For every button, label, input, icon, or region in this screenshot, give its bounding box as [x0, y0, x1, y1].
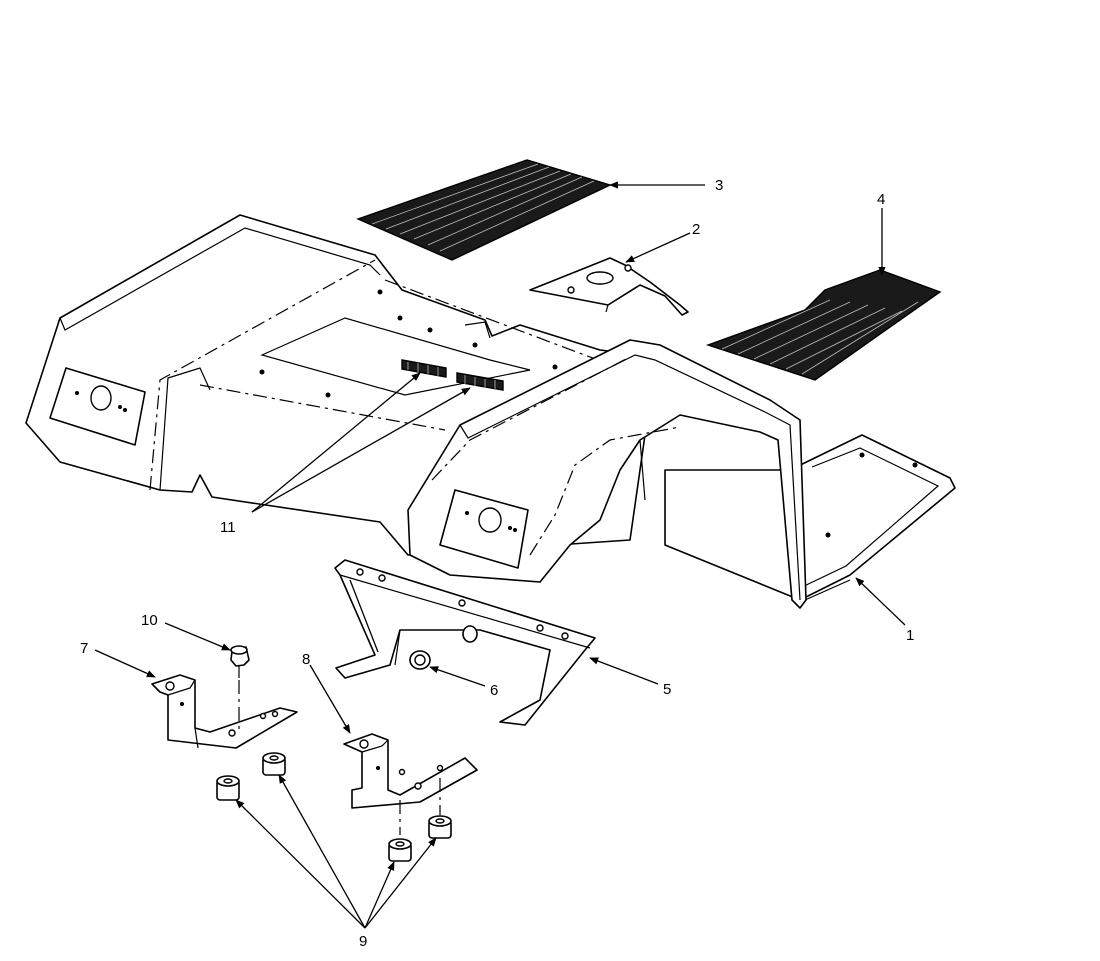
left-support-bracket: [151, 674, 298, 749]
deck-opening: [260, 317, 531, 396]
leader-lines: [94, 181, 906, 929]
callout-3: 3: [715, 177, 723, 194]
isolator-1: [216, 775, 240, 801]
right-support-bracket: [343, 733, 478, 835]
callout-10: 10: [141, 612, 158, 629]
callout-5: 5: [663, 681, 671, 698]
reflector-right: [456, 372, 504, 391]
bolt: [230, 645, 250, 730]
left-floor-mat: [356, 159, 612, 261]
callout-4: 4: [877, 191, 885, 208]
rubber-isolators: [216, 752, 452, 862]
fender-assembly: [25, 214, 956, 609]
isolator-2: [262, 752, 286, 776]
callout-7: 7: [80, 640, 88, 657]
callout-8: 8: [302, 651, 310, 668]
center-plate: [529, 257, 689, 316]
reflectors: [401, 359, 504, 391]
right-foot-platform: [664, 434, 956, 601]
lower-mounting-bracket: [334, 559, 596, 726]
callout-labels: 1 2 3 4 5 6 7 8 9 10 11: [80, 177, 914, 950]
callout-6: 6: [490, 682, 498, 699]
right-floor-mat: [705, 269, 942, 381]
reflector-left: [401, 359, 447, 378]
isolator-4: [428, 815, 452, 839]
callout-2: 2: [692, 221, 700, 238]
grommet: [409, 625, 478, 670]
callout-1: 1: [906, 627, 914, 644]
callout-9: 9: [359, 933, 367, 950]
isolator-3: [388, 838, 412, 862]
callout-11: 11: [220, 519, 236, 536]
